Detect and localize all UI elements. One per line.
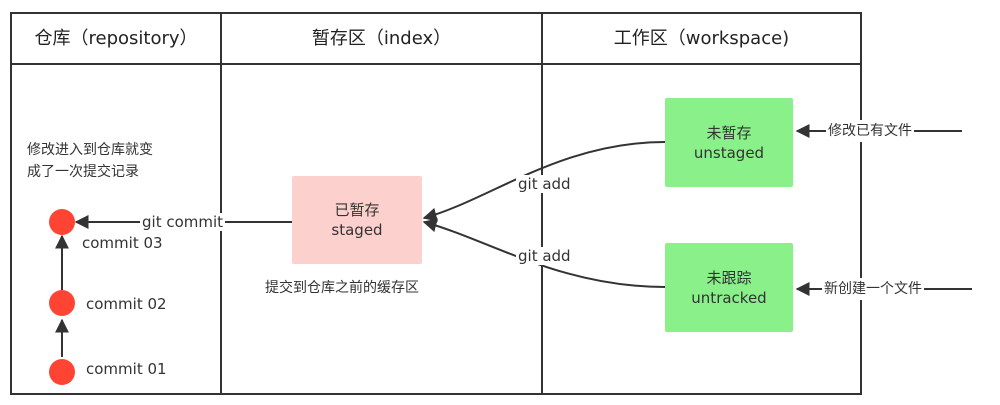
git-add-label-top: git add [516, 175, 573, 193]
commit-label-02: commit 02 [86, 295, 167, 313]
git-add-arrow-top [422, 141, 666, 222]
commit-dot-02 [49, 290, 75, 316]
git-commit-label: git commit [140, 213, 226, 231]
unstaged-box-title: 未暂存 [706, 123, 752, 142]
commit-label-01: commit 01 [86, 360, 167, 378]
column-header-repository: 仓库（repository） [34, 28, 198, 49]
staged-box-subtitle: staged [331, 221, 383, 239]
commit-dot-01 [49, 359, 75, 385]
commit-dot-03 [49, 209, 75, 235]
untracked-box-subtitle: untracked [691, 288, 767, 307]
untracked-box: 未跟踪 untracked [665, 243, 793, 332]
untracked-box-title: 未跟踪 [706, 268, 752, 287]
column-header-index: 暂存区（index） [311, 28, 452, 49]
column-header-workspace: 工作区（workspace) [613, 28, 790, 49]
staged-box-title: 已暂存 [334, 201, 380, 219]
modify-file-label: 修改已有文件 [826, 120, 914, 142]
unstaged-box-subtitle: unstaged [693, 143, 765, 162]
repository-note-line1: 修改进入到仓库就变 [27, 142, 153, 158]
staged-box: 已暂存 staged [292, 176, 422, 264]
new-file-label: 新创建一个文件 [822, 278, 924, 300]
git-add-label-bottom: git add [516, 247, 573, 265]
index-caption: 提交到仓库之前的缓存区 [265, 280, 419, 296]
unstaged-box: 未暂存 unstaged [665, 98, 793, 187]
table-outer-border [10, 12, 862, 395]
commit-label-03: commit 03 [82, 234, 163, 252]
repository-note-line2: 成了一次提交记录 [27, 164, 139, 180]
